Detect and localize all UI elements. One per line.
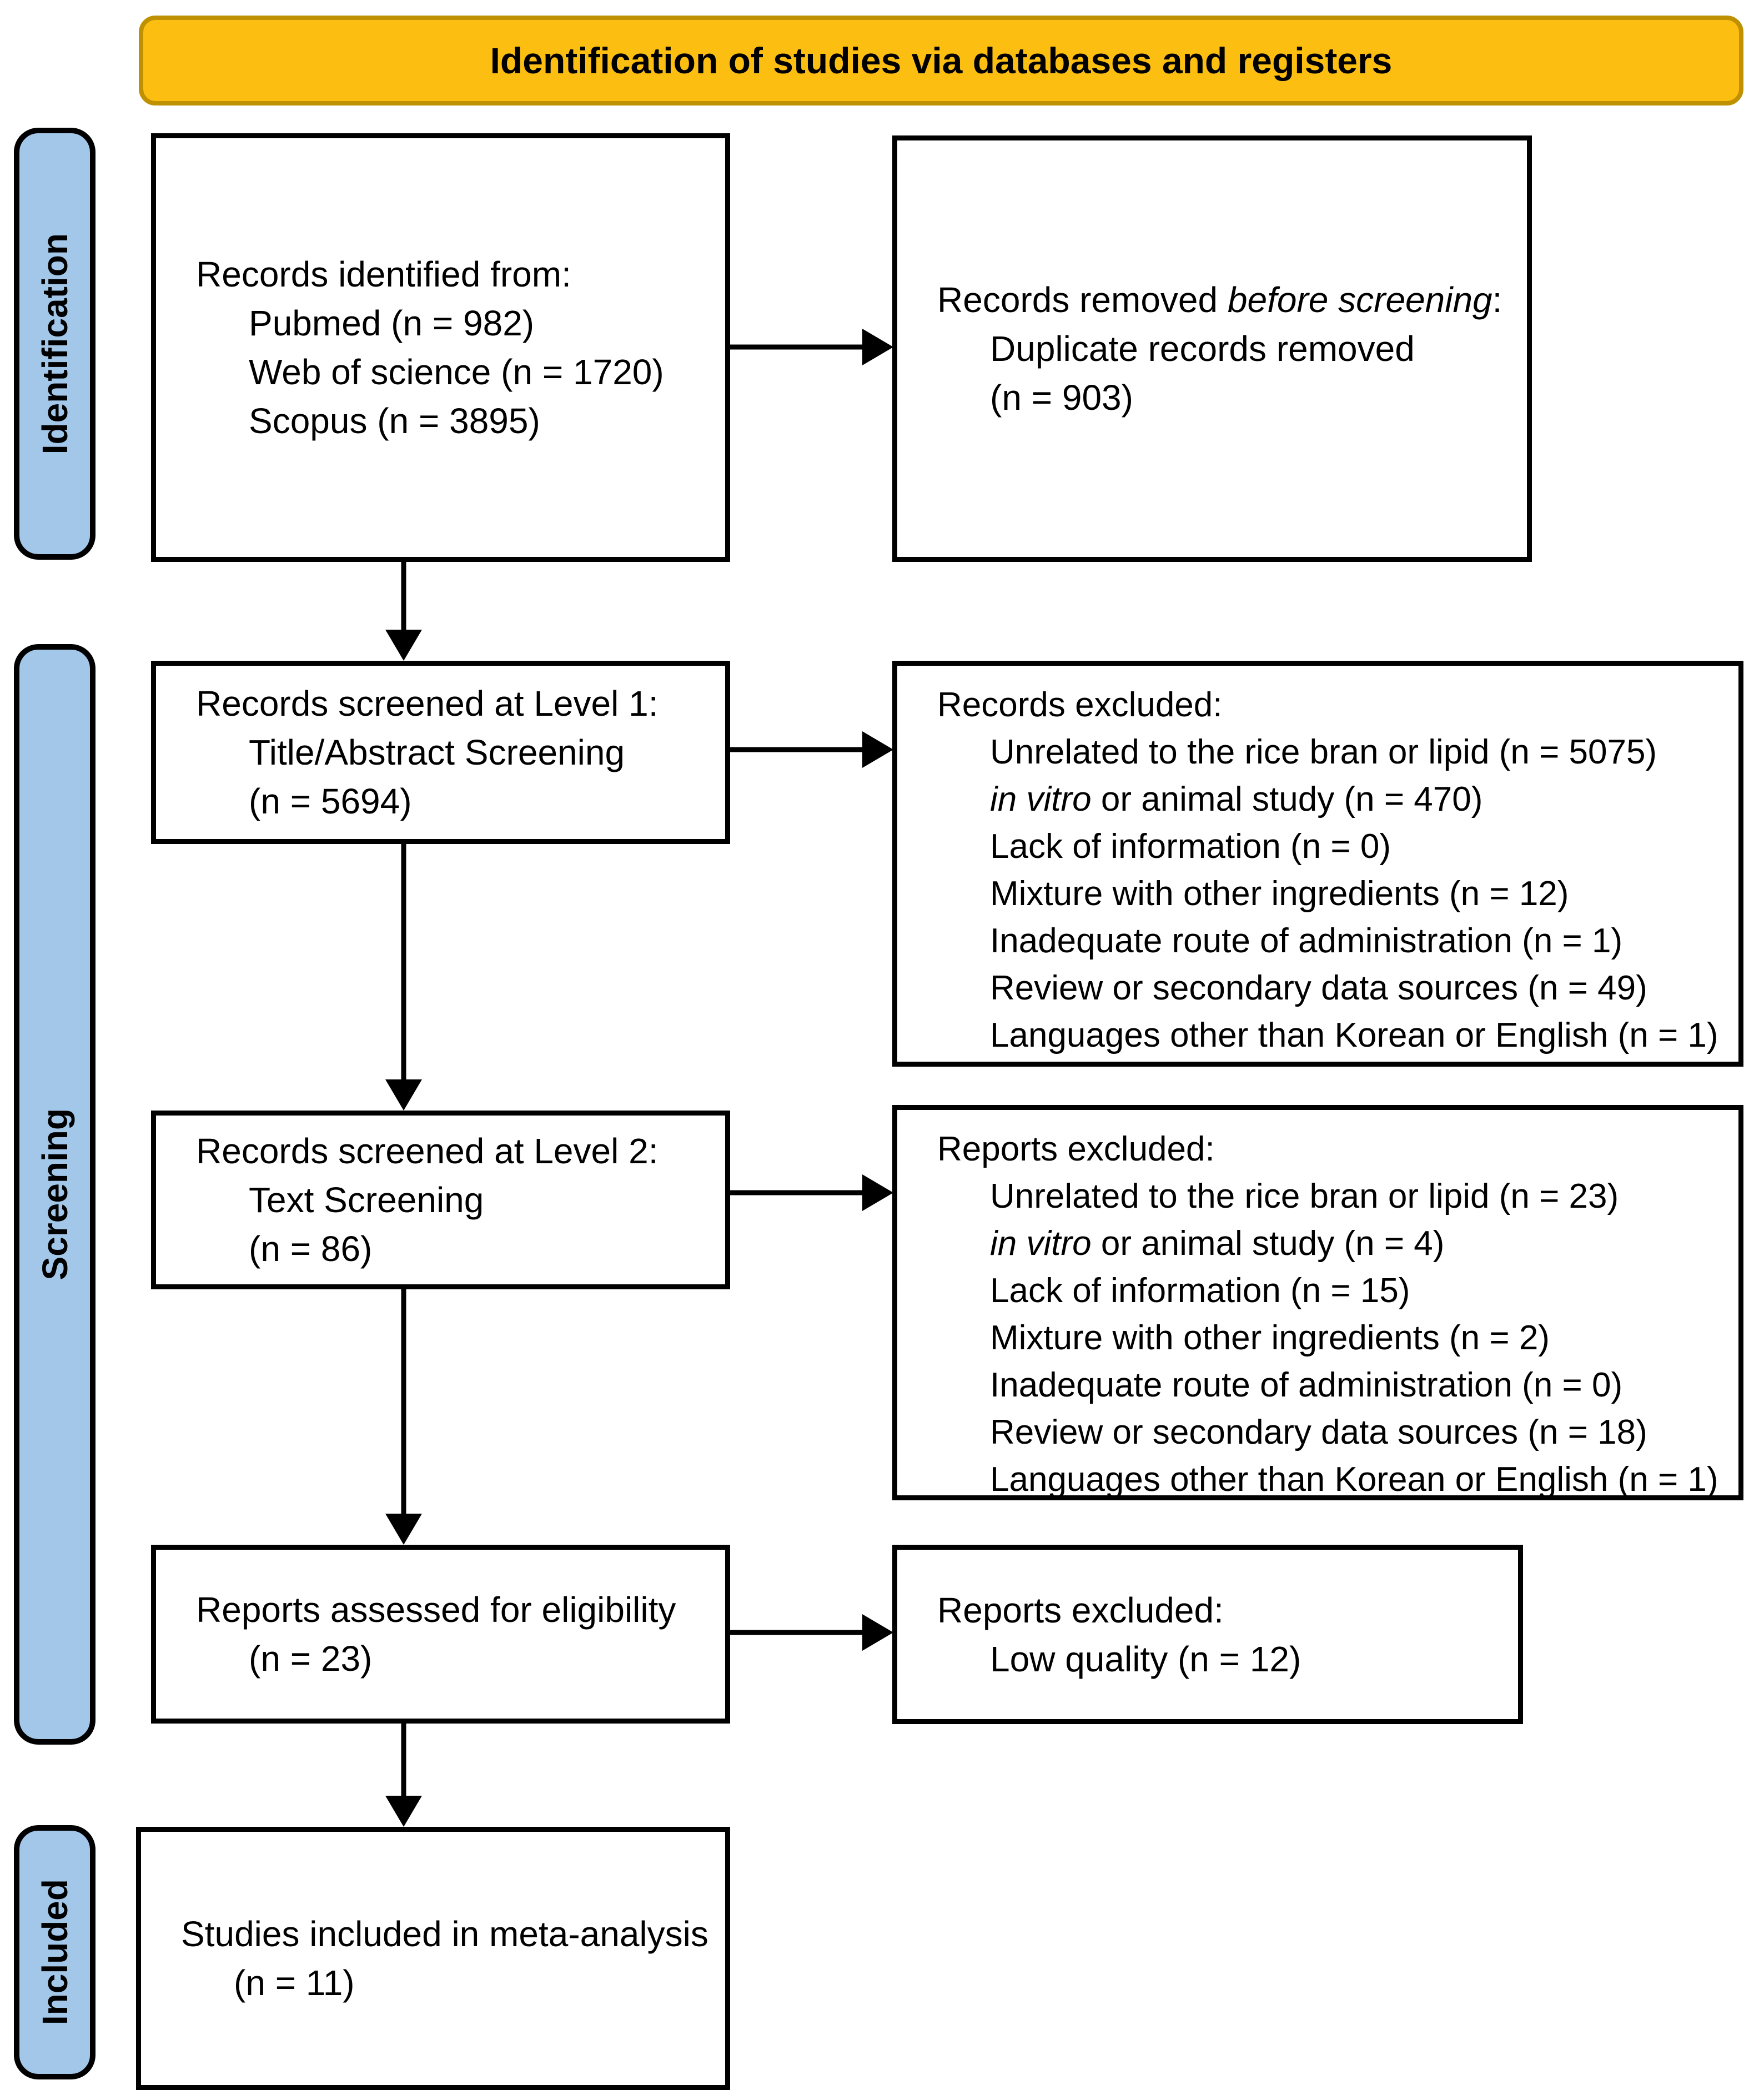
list-item: Web of science (n = 1720) <box>249 352 664 392</box>
box-records-identified: Records identified from: Pubmed (n = 982… <box>151 133 730 562</box>
box-level2-screening: Records screened at Level 2: Text Screen… <box>151 1111 730 1289</box>
box-studies-included-heading: Studies included in meta-analysis <box>181 1914 708 1954</box>
arrow-head-icon <box>385 1079 422 1111</box>
arrow-down-assessed-to-included <box>385 1724 422 1827</box>
box-reports-assessed: Reports assessed for eligibility (n = 23… <box>151 1545 730 1724</box>
list-item: Title/Abstract Screening <box>249 732 625 772</box>
arrow-down-level1-to-level2 <box>385 844 422 1111</box>
list-item: Text Screening <box>249 1180 484 1220</box>
list-item: (n = 5694) <box>249 781 412 821</box>
arrow-down-level2-to-assessed <box>385 1289 422 1545</box>
box-records-identified-items: Pubmed (n = 982) Web of science (n = 1720… <box>196 299 711 445</box>
box-level2-items: Text Screening (n = 86) <box>196 1175 711 1273</box>
list-item: Duplicate records removed <box>990 329 1415 369</box>
box-studies-included: Studies included in meta-analysis (n = 1… <box>136 1827 730 2090</box>
box-records-removed-heading: Records removed before screening: <box>937 280 1502 320</box>
box-records-removed: Records removed before screening: Duplic… <box>892 135 1532 562</box>
arrow-head-icon <box>385 630 422 661</box>
list-item: (n = 903) <box>990 378 1133 418</box>
list-item: in vitro or animal study (n = 470) <box>990 780 1483 818</box>
box-reports-assessed-items: (n = 23) <box>196 1634 711 1683</box>
box-level2-heading: Records screened at Level 2: <box>196 1131 659 1171</box>
box-reports-excluded-low-quality-items: Low quality (n = 12) <box>937 1635 1504 1684</box>
banner-title: Identification of studies via databases … <box>490 40 1393 81</box>
box-reports-excluded-low-quality-heading: Reports excluded: <box>937 1590 1224 1630</box>
arrow-shaft <box>401 1289 406 1519</box>
arrow-shaft <box>401 562 406 635</box>
arrow-head-icon <box>862 329 893 365</box>
arrow-shaft <box>401 1724 406 1801</box>
list-item: Inadequate route of administration (n = … <box>990 1366 1623 1404</box>
box-records-removed-items: Duplicate records removed (n = 903) <box>937 324 1513 422</box>
list-item: (n = 23) <box>249 1639 373 1679</box>
list-item: Lack of information (n = 0) <box>990 827 1391 866</box>
box-records-excluded-items: Unrelated to the rice bran or lipid (n =… <box>937 729 1725 1059</box>
stage-identification-label: Identification <box>34 233 75 455</box>
list-item: Unrelated to the rice bran or lipid (n =… <box>990 1177 1619 1215</box>
list-item: Languages other than Korean or English (… <box>990 1016 1718 1054</box>
list-item: Scopus (n = 3895) <box>249 401 540 441</box>
box-level1-heading: Records screened at Level 1: <box>196 684 659 724</box>
box-reports-excluded-level2-heading: Reports excluded: <box>937 1130 1215 1168</box>
arrow-shaft <box>729 1630 868 1635</box>
stage-screening-label: Screening <box>34 1108 75 1280</box>
list-item: Lack of information (n = 15) <box>990 1272 1410 1310</box>
arrow-right-level2-to-excluded <box>729 1174 893 1211</box>
stage-included-label: Included <box>34 1879 75 2026</box>
arrow-head-icon <box>385 1796 422 1827</box>
box-reports-excluded-low-quality: Reports excluded: Low quality (n = 12) <box>892 1545 1523 1724</box>
list-item: Mixture with other ingredients (n = 2) <box>990 1319 1550 1357</box>
box-studies-included-items: (n = 11) <box>181 1958 711 2007</box>
list-item: (n = 11) <box>234 1963 355 2003</box>
list-item: Inadequate route of administration (n = … <box>990 922 1623 960</box>
list-item: Mixture with other ingredients (n = 12) <box>990 875 1569 913</box>
arrow-shaft <box>729 747 868 752</box>
arrow-right-identified-to-removed <box>729 329 893 365</box>
box-reports-assessed-heading: Reports assessed for eligibility <box>196 1590 676 1630</box>
box-records-identified-heading: Records identified from: <box>196 254 571 294</box>
box-level1-items: Title/Abstract Screening (n = 5694) <box>196 728 711 826</box>
list-item: (n = 86) <box>249 1229 373 1269</box>
stage-included: Included <box>14 1825 96 2079</box>
list-item: Low quality (n = 12) <box>990 1639 1301 1679</box>
box-level1-screening: Records screened at Level 1: Title/Abstr… <box>151 661 730 844</box>
list-item: in vitro or animal study (n = 4) <box>990 1224 1445 1263</box>
arrow-shaft <box>401 844 406 1085</box>
arrow-shaft <box>729 344 868 350</box>
arrow-right-level1-to-excluded <box>729 731 893 768</box>
arrow-shaft <box>729 1190 868 1195</box>
list-item: Pubmed (n = 982) <box>249 303 535 343</box>
box-records-excluded: Records excluded: Unrelated to the rice … <box>892 661 1743 1067</box>
arrow-head-icon <box>862 731 893 768</box>
banner: Identification of studies via databases … <box>139 16 1743 105</box>
list-item: Languages other than Korean or English (… <box>990 1460 1718 1499</box>
arrow-head-icon <box>862 1174 893 1211</box>
list-item: Review or secondary data sources (n = 18… <box>990 1413 1647 1451</box>
arrow-head-icon <box>385 1514 422 1545</box>
list-item: Review or secondary data sources (n = 49… <box>990 969 1647 1007</box>
arrow-down-identified-to-level1 <box>385 562 422 661</box>
box-reports-excluded-level2-items: Unrelated to the rice bran or lipid (n =… <box>937 1173 1725 1499</box>
arrow-right-assessed-to-excluded <box>729 1614 893 1651</box>
box-records-excluded-heading: Records excluded: <box>937 686 1223 724</box>
arrow-head-icon <box>862 1614 893 1651</box>
box-reports-excluded-level2: Reports excluded: Unrelated to the rice … <box>892 1105 1743 1500</box>
stage-identification: Identification <box>14 128 96 560</box>
list-item: Unrelated to the rice bran or lipid (n =… <box>990 733 1657 771</box>
stage-screening: Screening <box>14 644 96 1745</box>
